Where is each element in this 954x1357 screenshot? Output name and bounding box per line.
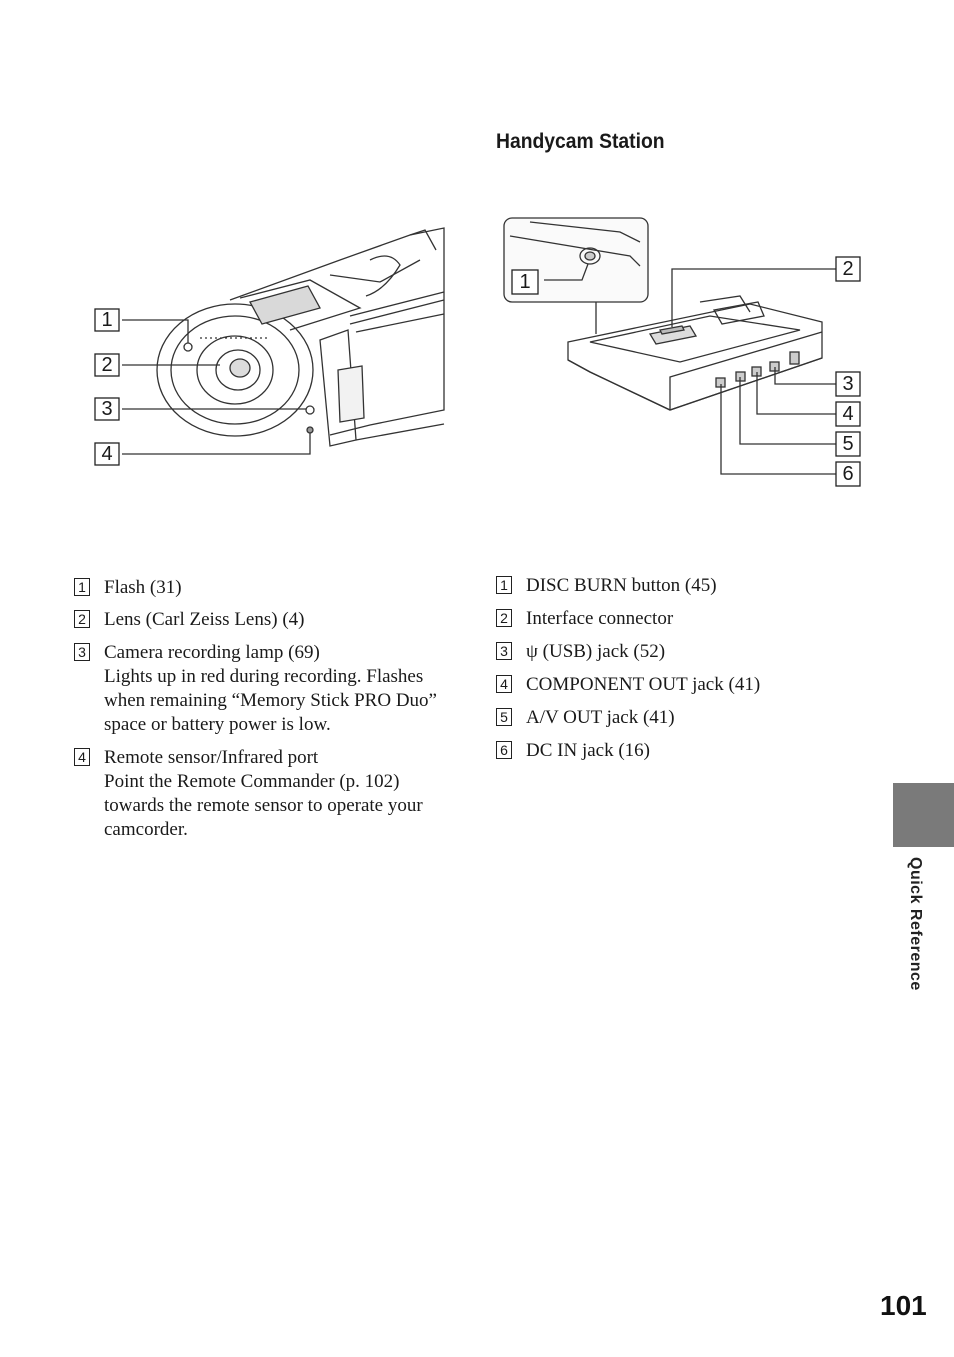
station-callout-2: 2 — [842, 258, 853, 280]
legend-label: DC IN jack (16) — [526, 740, 650, 761]
station-callout-3: 3 — [842, 373, 853, 395]
legend-item: 3 Camera recording lamp (69) Lights up i… — [74, 641, 449, 737]
legend-label: DISC BURN button (45) — [526, 575, 717, 596]
legend-number: 3 — [496, 642, 512, 660]
station-callout-6: 6 — [842, 463, 853, 485]
legend-description: Lights up in red during recording. Flash… — [104, 666, 437, 735]
station-legend: 1 DISC BURN button (45) 2 Interface conn… — [496, 574, 876, 763]
camera-legend: 1 Flash (31) 2 Lens (Carl Zeiss Lens) (4… — [74, 576, 449, 842]
legend-number: 4 — [74, 748, 90, 766]
station-callout-4: 4 — [842, 403, 853, 425]
station-callout-boxes: 1 2 3 4 5 6 — [511, 256, 861, 487]
camera-callout-boxes: 1 2 3 4 — [94, 308, 120, 466]
legend-number: 2 — [74, 610, 90, 628]
legend-number: 1 — [74, 578, 90, 596]
legend-number: 6 — [496, 741, 512, 759]
legend-item: 1 Flash (31) — [74, 576, 449, 600]
camera-callout-1: 1 — [101, 309, 112, 331]
legend-label: Camera recording lamp (69) — [104, 642, 320, 663]
station-callout-5: 5 — [842, 433, 853, 455]
legend-item: 2 Interface connector — [496, 607, 876, 631]
section-title: Handycam Station — [496, 130, 665, 153]
legend-number: 5 — [496, 708, 512, 726]
page-number: 101 — [880, 1290, 927, 1321]
legend-label: Interface connector — [526, 608, 674, 629]
camera-callout-2: 2 — [101, 354, 112, 376]
legend-item: 1 DISC BURN button (45) — [496, 574, 876, 598]
legend-label: COMPONENT OUT jack (41) — [526, 674, 761, 695]
legend-item: 3 ψ (USB) jack (52) — [496, 640, 876, 664]
side-tab-label: Quick Reference — [907, 857, 924, 991]
legend-label: Remote sensor/Infrared port — [104, 747, 319, 768]
legend-number: 2 — [496, 609, 512, 627]
legend-number: 1 — [496, 576, 512, 594]
legend-number: 4 — [496, 675, 512, 693]
legend-label: ψ (USB) jack (52) — [526, 641, 666, 662]
legend-item: 4 Remote sensor/Infrared port Point the … — [74, 746, 449, 842]
station-callout-1: 1 — [519, 271, 530, 293]
camera-callout-4: 4 — [101, 443, 112, 465]
legend-item: 2 Lens (Carl Zeiss Lens) (4) — [74, 608, 449, 632]
handycam-station-illustration: 1 2 3 4 5 6 — [503, 217, 861, 487]
legend-number: 3 — [74, 643, 90, 661]
section-tab-marker — [893, 783, 954, 847]
legend-item: 5 A/V OUT jack (41) — [496, 706, 876, 730]
legend-label: A/V OUT jack (41) — [526, 707, 675, 728]
legend-label: Lens (Carl Zeiss Lens) (4) — [104, 609, 305, 630]
legend-label: Flash (31) — [104, 577, 182, 598]
legend-item: 6 DC IN jack (16) — [496, 739, 876, 763]
camera-callout-3: 3 — [101, 398, 112, 420]
camcorder-front-illustration: 1 2 3 4 — [94, 227, 445, 466]
legend-item: 4 COMPONENT OUT jack (41) — [496, 673, 876, 697]
legend-description: Point the Remote Commander (p. 102) towa… — [104, 771, 423, 840]
